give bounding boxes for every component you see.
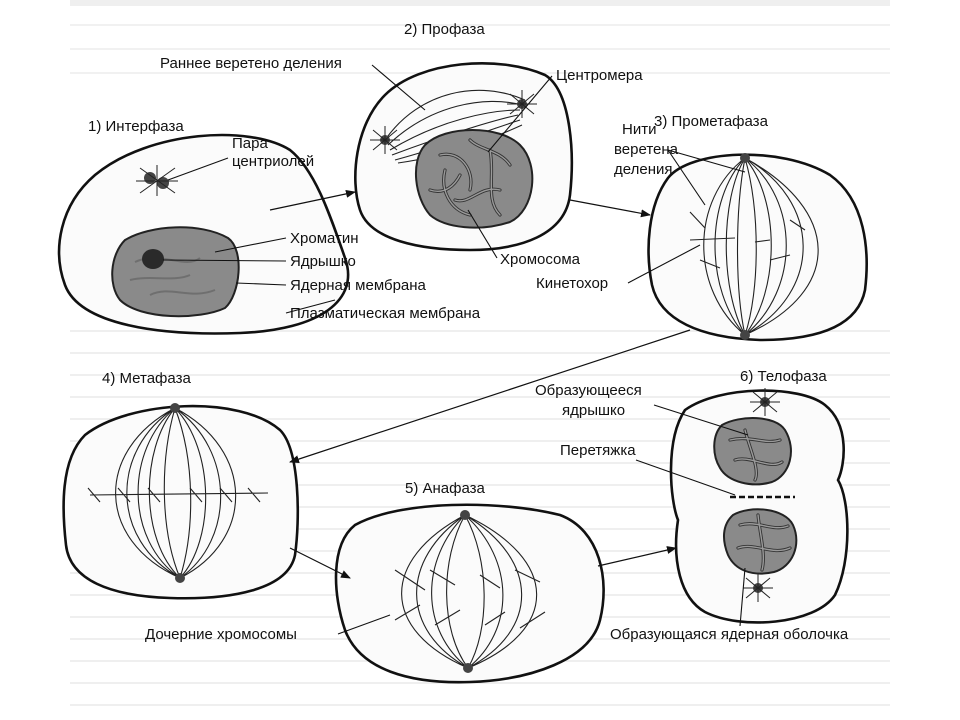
leader-chromatin bbox=[214, 237, 287, 253]
leader-chromosome bbox=[467, 209, 498, 259]
label-forming-nucleolus-2: ядрышко bbox=[562, 402, 625, 419]
label-forming-envelope: Образующаяся ядерная оболочка bbox=[610, 626, 849, 643]
pole-icon bbox=[175, 573, 185, 583]
leader-daughter-chromosomes bbox=[337, 614, 391, 635]
label-interphase: 1) Интерфаза bbox=[88, 118, 184, 135]
label-constriction: Перетяжка bbox=[560, 442, 636, 459]
arrow-interphase-to-prophase bbox=[269, 189, 356, 211]
leader-early-spindle bbox=[371, 64, 426, 111]
cell-prometaphase bbox=[647, 153, 868, 342]
label-prophase: 2) Профаза bbox=[404, 21, 485, 38]
leader-spindle-fibers-b bbox=[667, 149, 746, 173]
label-anaphase: 5) Анафаза bbox=[405, 480, 486, 497]
label-chromosome: Хромосома bbox=[500, 251, 581, 268]
pole-icon bbox=[463, 663, 473, 673]
leader-nuclear-membrane bbox=[235, 282, 287, 286]
label-chromatin: Хроматин bbox=[290, 230, 359, 247]
label-centriole-pair-2: центриолей bbox=[232, 153, 314, 170]
pole-icon bbox=[460, 510, 470, 520]
leader-forming-nucleolus bbox=[653, 404, 749, 436]
interphase-nucleus bbox=[111, 226, 240, 318]
cell-telophase bbox=[669, 388, 849, 624]
label-telophase: 6) Телофаза bbox=[740, 368, 827, 385]
arrow-prometaphase-to-metaphase bbox=[289, 329, 691, 463]
interphase-nucleolus bbox=[142, 249, 164, 269]
leader-kinetochore bbox=[627, 244, 701, 284]
label-centriole-pair-1: Пара bbox=[232, 135, 268, 152]
label-metaphase: 4) Метафаза bbox=[102, 370, 191, 387]
leader-spindle-fibers-a bbox=[667, 149, 706, 206]
label-daughter-chromosomes: Дочерние хромосомы bbox=[145, 626, 297, 643]
telophase-nucleus-lower bbox=[723, 508, 798, 575]
centrosome-icon bbox=[750, 388, 780, 416]
centrosome-icon bbox=[370, 126, 400, 154]
leader-forming-envelope bbox=[739, 567, 746, 627]
label-nucleolus: Ядрышко bbox=[290, 253, 356, 270]
label-plasma-membrane: Плазматическая мембрана bbox=[290, 305, 481, 322]
label-forming-nucleolus-1: Образующееся bbox=[535, 382, 642, 399]
leader-centromere bbox=[487, 75, 553, 153]
cell-anaphase bbox=[334, 503, 605, 684]
label-spindle-fibers-1: Нити bbox=[622, 121, 656, 138]
leader-nucleolus bbox=[162, 259, 287, 262]
cell-metaphase bbox=[62, 403, 300, 600]
label-early-spindle: Раннее веретено деления bbox=[160, 55, 342, 72]
pole-icon bbox=[740, 153, 750, 163]
arrow-prophase-to-prometaphase bbox=[569, 199, 651, 218]
label-kinetochore: Кинетохор bbox=[536, 275, 608, 292]
arrow-metaphase-to-anaphase bbox=[289, 547, 351, 579]
pole-icon bbox=[740, 330, 750, 340]
label-nuclear-membrane: Ядерная мембрана bbox=[290, 277, 427, 294]
pole-icon bbox=[170, 403, 180, 413]
leader-constriction bbox=[635, 459, 736, 496]
label-spindle-fibers-3: деления bbox=[614, 161, 672, 178]
arrow-anaphase-to-telophase bbox=[597, 546, 677, 567]
leader-plasma-membrane bbox=[285, 299, 336, 314]
cell-interphase bbox=[57, 133, 350, 335]
label-centromere: Центромера bbox=[556, 67, 643, 84]
cell-prophase bbox=[354, 62, 574, 252]
centrosome-icon bbox=[743, 574, 773, 602]
centrosome-icon bbox=[507, 90, 537, 118]
centriole-pair-icon bbox=[136, 165, 178, 196]
label-prometaphase: 3) Прометафаза bbox=[654, 113, 769, 130]
label-spindle-fibers-2: веретена bbox=[614, 141, 679, 158]
leader-centriole bbox=[167, 157, 229, 181]
